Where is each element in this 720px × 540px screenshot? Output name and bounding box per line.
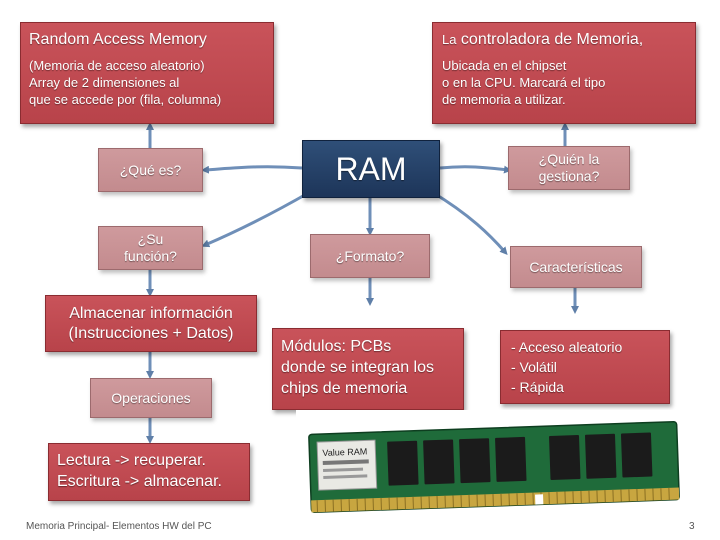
modulos-line-1: Módulos: PCBs [281,338,392,355]
su-funcion-line-2: función? [124,248,177,264]
ram-definition-line-1: (Memoria de acceso aleatorio) [29,58,205,73]
operaciones-label: Operaciones [111,390,191,406]
ram-module-image: Value RAM [296,410,692,522]
modulos-line-2: donde se integran los [281,359,434,376]
memory-controller-title-prefix: La [442,32,457,47]
escritura-line: Escritura -> almacenar. [57,473,222,490]
connector-ram-caracteristicas [431,190,508,255]
que-es-box: ¿Qué es? [98,148,203,192]
formato-box: ¿Formato? [310,234,430,278]
connector-ram-su-funcion [201,190,311,248]
property-line-1: - Acceso aleatorio [511,339,623,355]
ram-gold-contacts [316,487,670,513]
memory-controller-box: La controladora de Memoria, Ubicada en e… [432,22,696,124]
property-line-3: - Rápida [511,379,564,395]
quien-gestiona-line-2: gestiona? [538,168,600,184]
memory-controller-title-rest: controladora de Memoria, [460,31,644,48]
lectura-escritura-box: Lectura -> recuperar. Escritura -> almac… [48,443,250,501]
modulos-line-3: chips de memoria [281,380,408,397]
ram-label: RAM [335,150,407,187]
ram-definition-box: Random Access Memory (Memoria de acceso … [20,22,274,124]
formato-label: ¿Formato? [335,248,405,264]
memory-controller-line-3: de memoria a utilizar. [442,92,566,107]
almacenar-line-1: Almacenar información [69,304,233,322]
quien-gestiona-line-1: ¿Quién la [538,151,600,167]
ram-definition-title: Random Access Memory [29,31,207,48]
almacenar-line-2: (Instrucciones + Datos) [68,324,234,342]
que-es-label: ¿Qué es? [119,162,182,178]
su-funcion-box: ¿Su función? [98,226,203,270]
properties-box: - Acceso aleatorio - Volátil - Rápida [500,330,670,404]
operaciones-box: Operaciones [90,378,212,418]
memory-controller-title: La controladora de Memoria, [442,31,686,49]
caracteristicas-box: Características [510,246,642,288]
modulos-box: Módulos: PCBs donde se integran los chip… [272,328,464,410]
su-funcion-line-1: ¿Su [137,231,164,247]
connector-ram-quien [439,165,512,174]
lectura-line: Lectura -> recuperar. [57,452,206,469]
memory-controller-line-2: o en la CPU. Marcará el tipo [442,75,606,90]
ram-definition-line-2: Array de 2 dimensiones al [29,75,180,90]
connector-ram-que-es [201,165,303,174]
ram-box: RAM [302,140,440,198]
quien-gestiona-box: ¿Quién la gestiona? [508,146,630,190]
ram-sticker-label: Value RAM [322,446,367,458]
memory-controller-line-1: Ubicada en el chipset [442,58,567,73]
property-line-2: - Volátil [511,359,557,375]
page-number: 3 [689,521,695,532]
ram-chips [387,432,653,486]
caracteristicas-label: Características [529,259,623,275]
footer-title: Memoria Principal- Elementos HW del PC [26,521,212,532]
ram-definition-line-3: que se accede por (fila, columna) [29,92,222,107]
almacenar-box: Almacenar información (Instrucciones + D… [45,295,257,352]
